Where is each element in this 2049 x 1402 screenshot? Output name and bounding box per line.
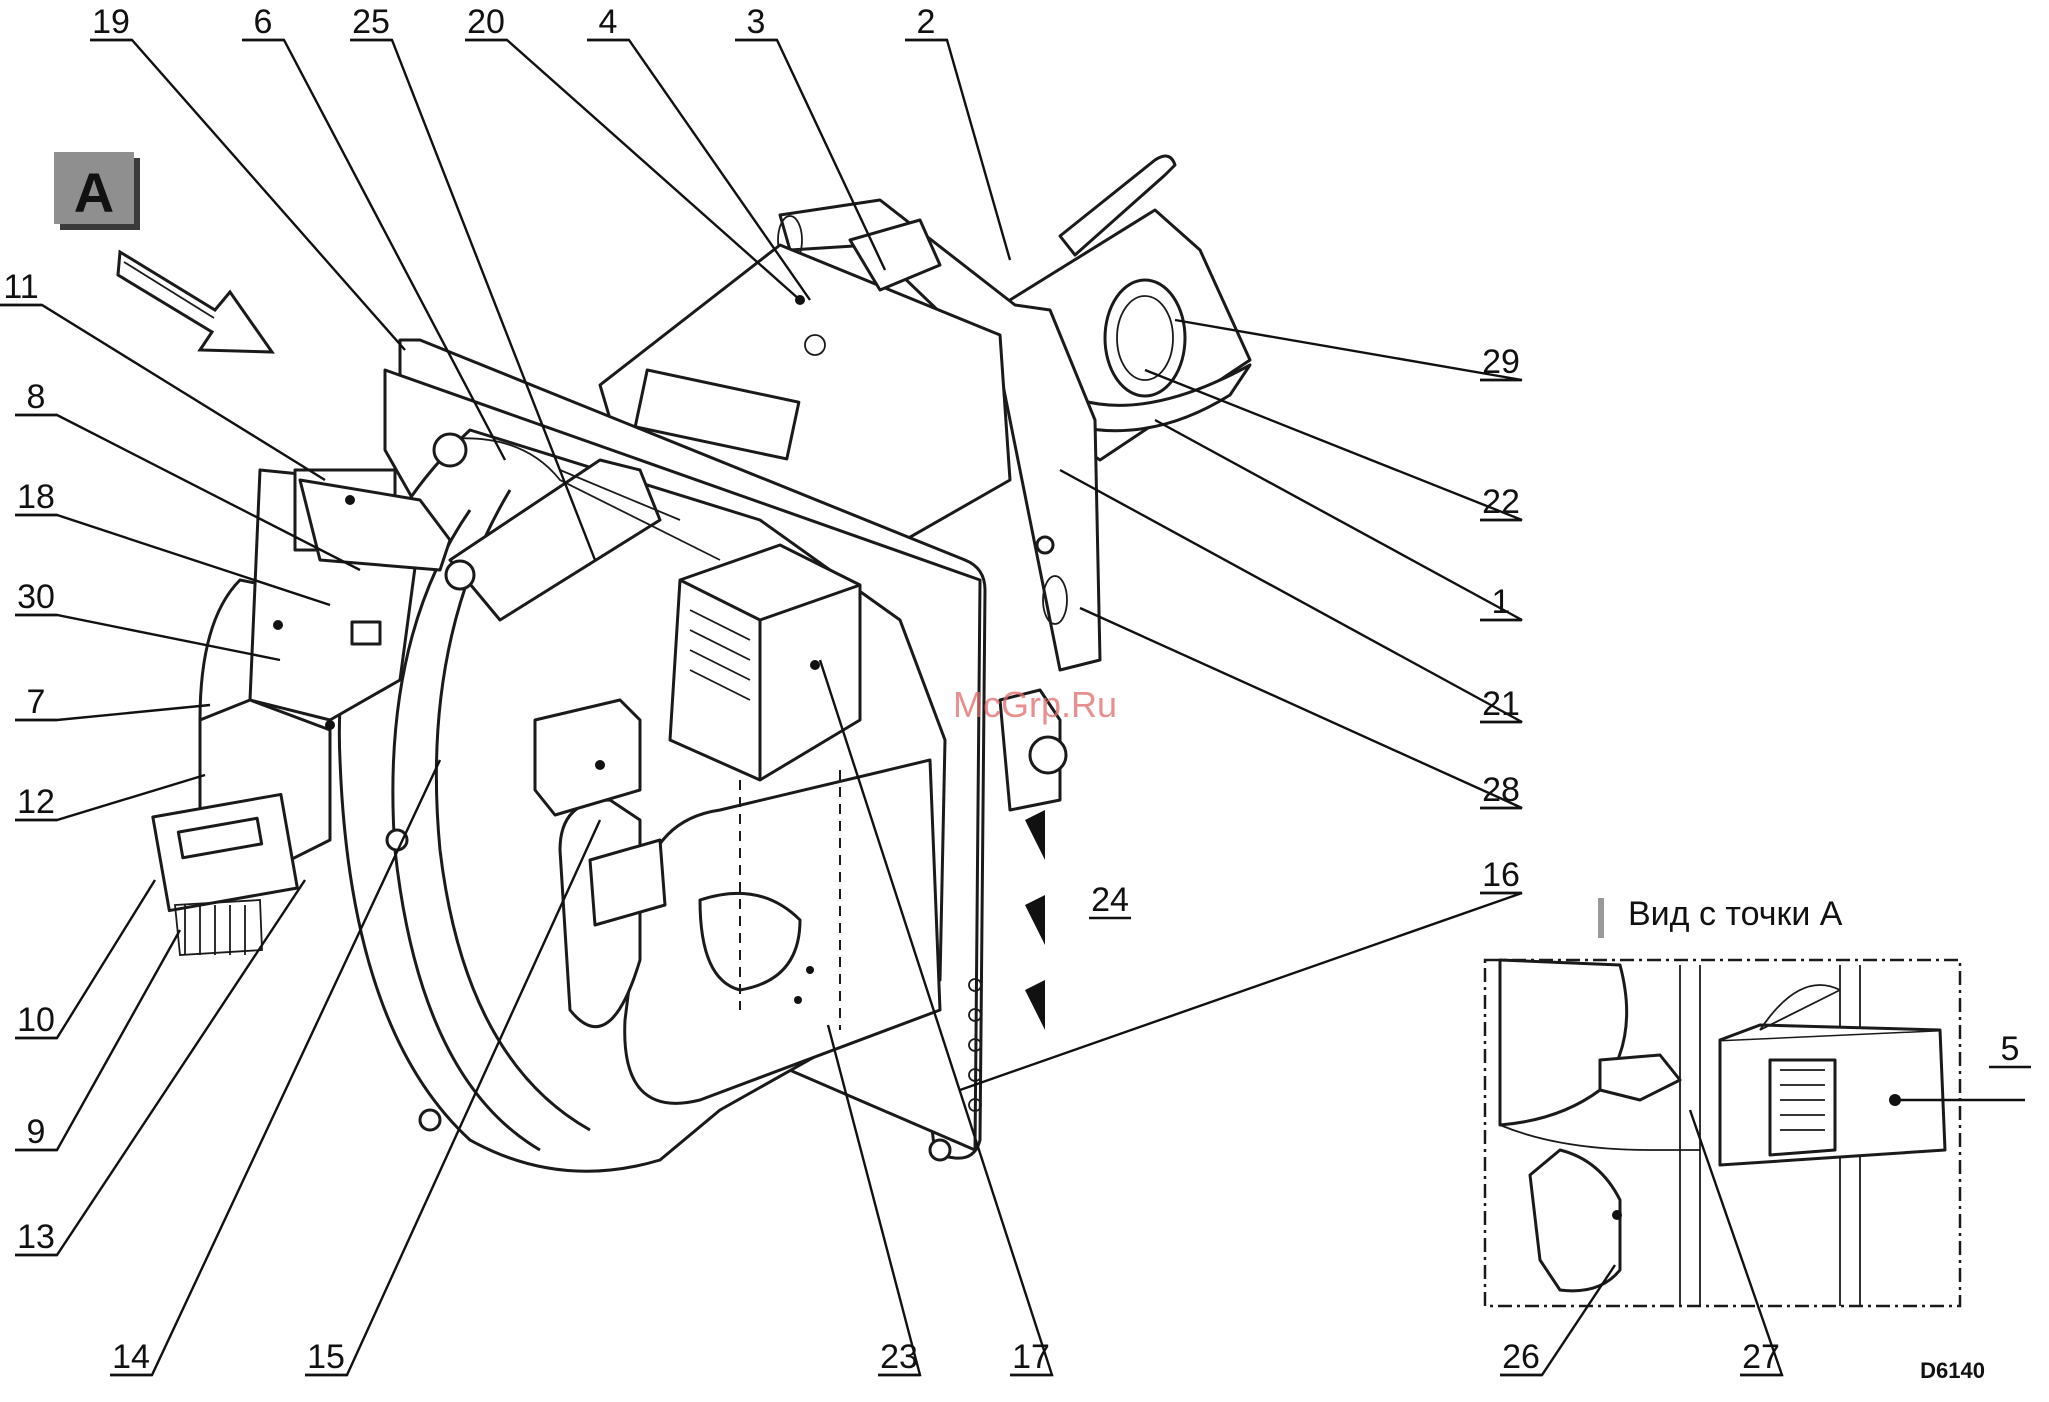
callout-10: 10 [17, 1001, 55, 1039]
callout-30: 30 [17, 578, 55, 616]
callout-25: 25 [352, 3, 390, 41]
callout-15: 15 [307, 1338, 345, 1376]
inset-caption: Вид с точки A [1628, 895, 1843, 933]
callout-23: 23 [880, 1338, 918, 1376]
callout-24: 24 [1091, 881, 1129, 919]
inset-view-a: Вид с точки A [1485, 895, 1960, 1306]
callout-26: 26 [1502, 1338, 1540, 1376]
callout-17: 17 [1012, 1338, 1050, 1376]
view-a-letter: A [74, 161, 114, 224]
callout-9: 9 [27, 1113, 46, 1151]
callout-20: 20 [467, 3, 505, 41]
callout-4: 4 [599, 3, 618, 41]
callout-18: 18 [17, 478, 55, 516]
callout-7: 7 [27, 683, 46, 721]
callout-14: 14 [112, 1338, 150, 1376]
view-a-marker: A [54, 152, 140, 230]
callout-21: 21 [1482, 685, 1520, 723]
callout-28: 28 [1482, 771, 1520, 809]
callout-3: 3 [747, 3, 766, 41]
callout-16: 16 [1482, 856, 1520, 894]
view-direction-arrow [118, 252, 272, 352]
callout-11: 11 [3, 268, 38, 306]
callout-1: 1 [1492, 583, 1511, 621]
callout-22: 22 [1482, 483, 1520, 521]
burner-body [153, 156, 1250, 1171]
callout-12: 12 [17, 783, 55, 821]
watermark: McGrp.Ru [953, 684, 1117, 725]
drawing-code: D6140 [1920, 1358, 1985, 1383]
callout-8: 8 [27, 378, 46, 416]
callout-13: 13 [17, 1218, 55, 1256]
callout-6: 6 [254, 3, 273, 41]
callout-2: 2 [917, 3, 936, 41]
callout-29: 29 [1482, 343, 1520, 381]
callout-27: 27 [1742, 1338, 1780, 1376]
callout-5: 5 [2001, 1030, 2020, 1068]
callout-19: 19 [92, 3, 130, 41]
